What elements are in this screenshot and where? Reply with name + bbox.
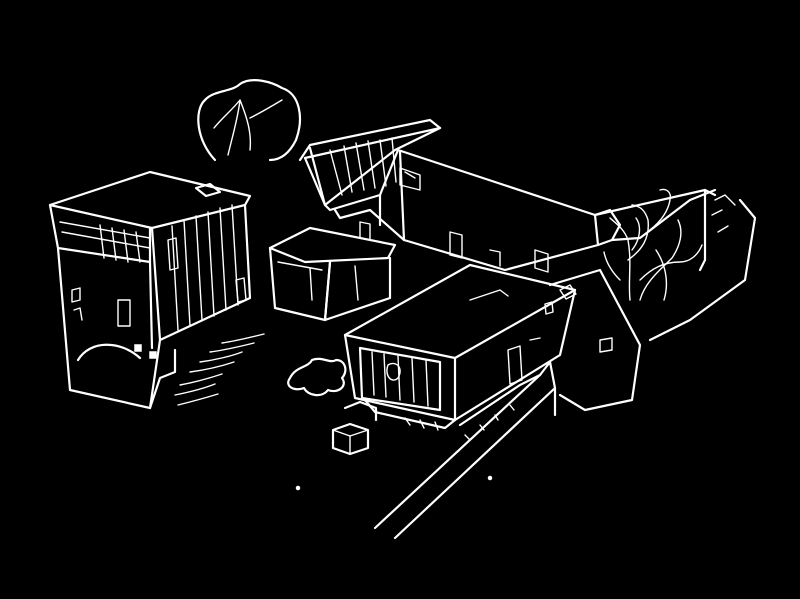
central-courtyard-box bbox=[268, 226, 397, 322]
two-storey-block-left bbox=[48, 170, 252, 410]
boundary-wall-front bbox=[373, 360, 557, 540]
leafless-tree-right bbox=[603, 188, 703, 301]
ground-marks bbox=[295, 475, 493, 491]
courtyard-blocks bbox=[331, 400, 378, 456]
steps-left bbox=[174, 333, 265, 406]
tree-canopy-back bbox=[197, 79, 302, 162]
shrub-courtyard bbox=[287, 357, 347, 397]
right-gable-block bbox=[593, 188, 757, 342]
long-roof-range-back bbox=[298, 118, 717, 273]
cantilevered-box-with-glazed-end bbox=[343, 263, 642, 431]
